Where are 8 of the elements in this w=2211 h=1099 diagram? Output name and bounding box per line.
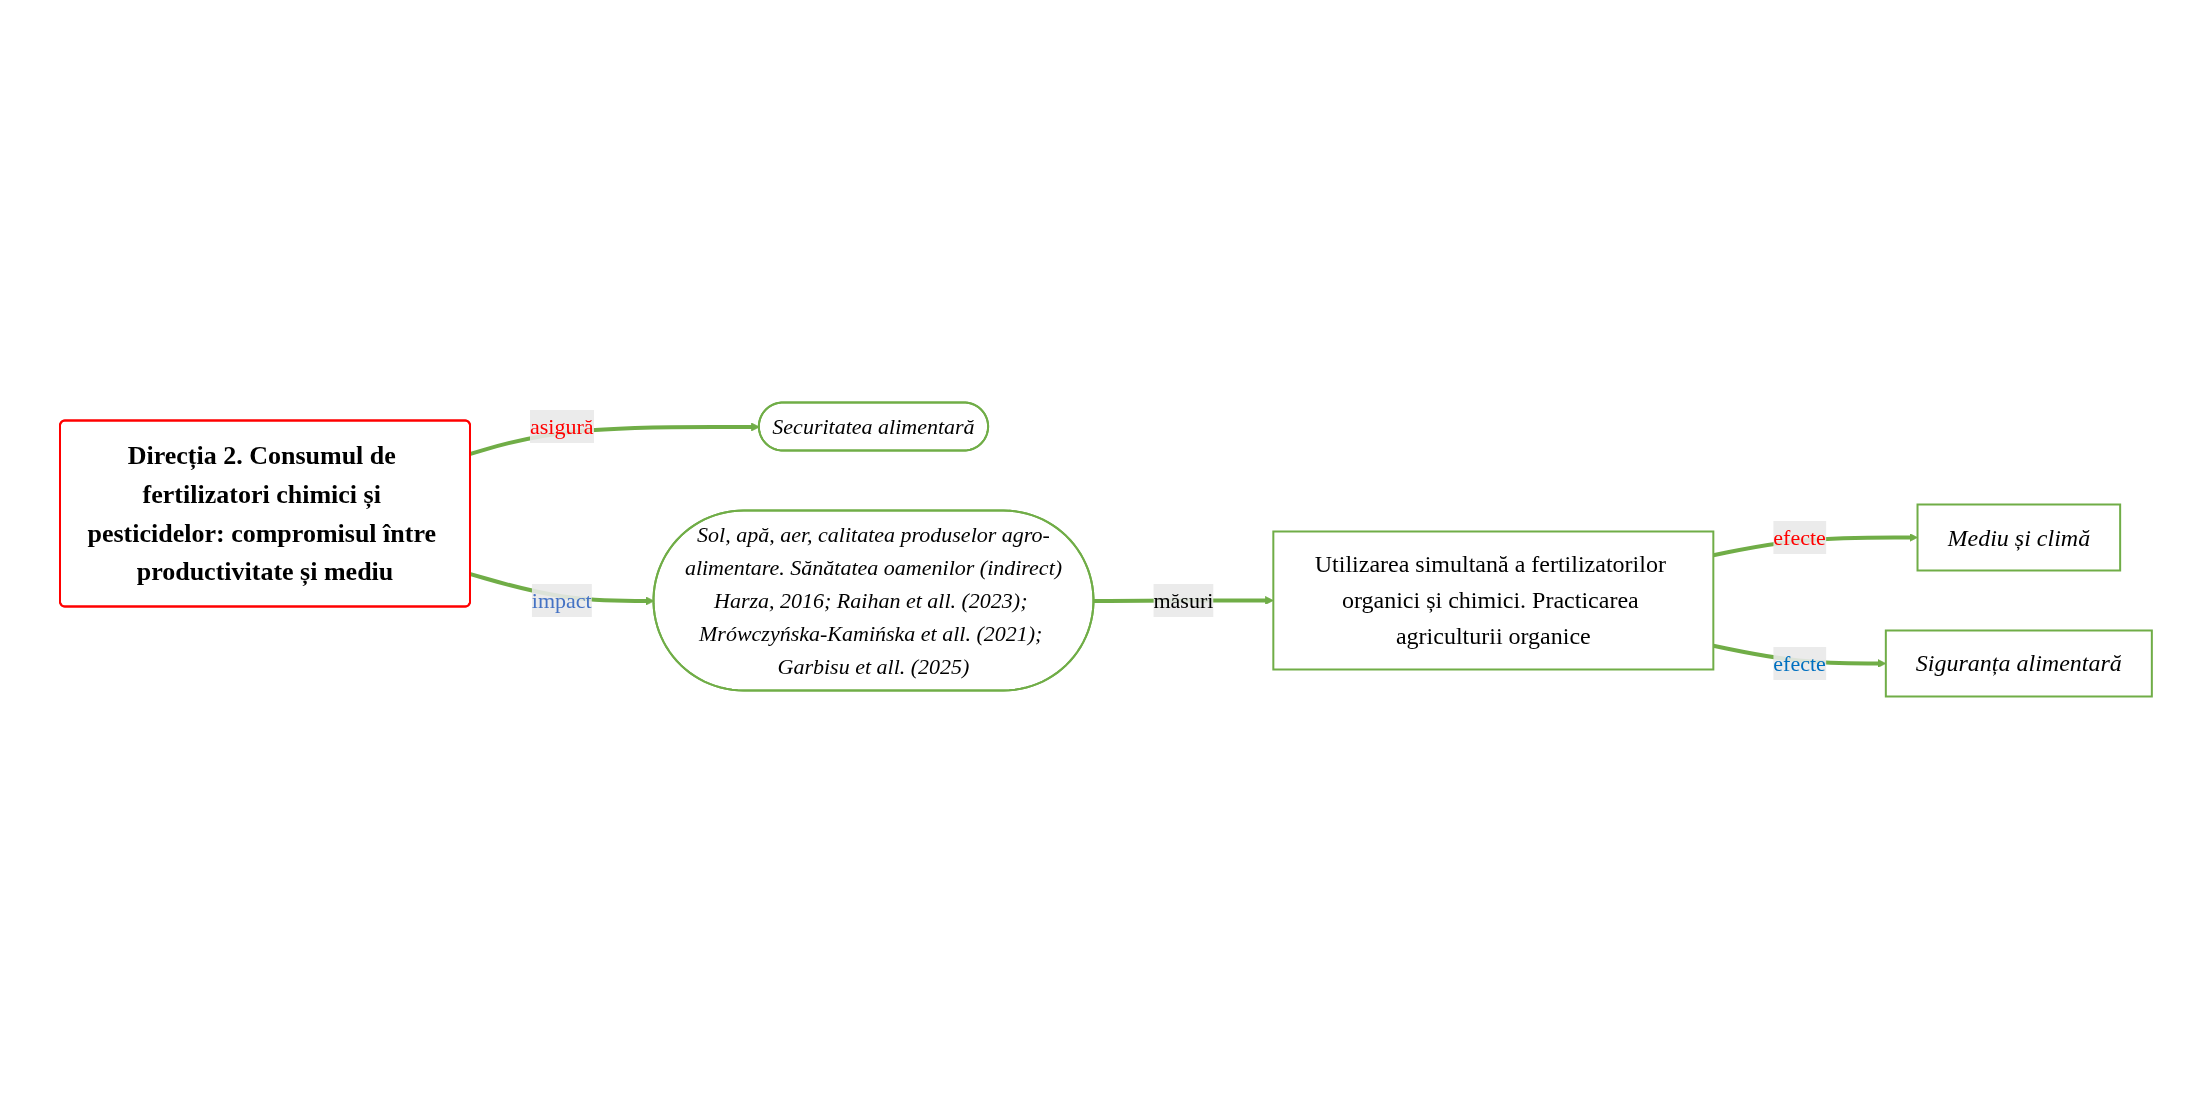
edge-label: măsuri <box>1153 588 1213 613</box>
node-box: Mediu și climă <box>1916 503 2121 572</box>
node-box: Utilizarea simultană a fertilizatorilor organici și chimici. Practicarea agriculturii organice <box>1271 530 1714 671</box>
edge-label: efecte <box>1772 525 1826 550</box>
node-box: Siguranța alimentară <box>1884 629 2153 698</box>
edge-label: efecte <box>1772 651 1826 676</box>
edge-label: asigură <box>529 414 594 439</box>
edge-label: impact <box>531 588 592 613</box>
